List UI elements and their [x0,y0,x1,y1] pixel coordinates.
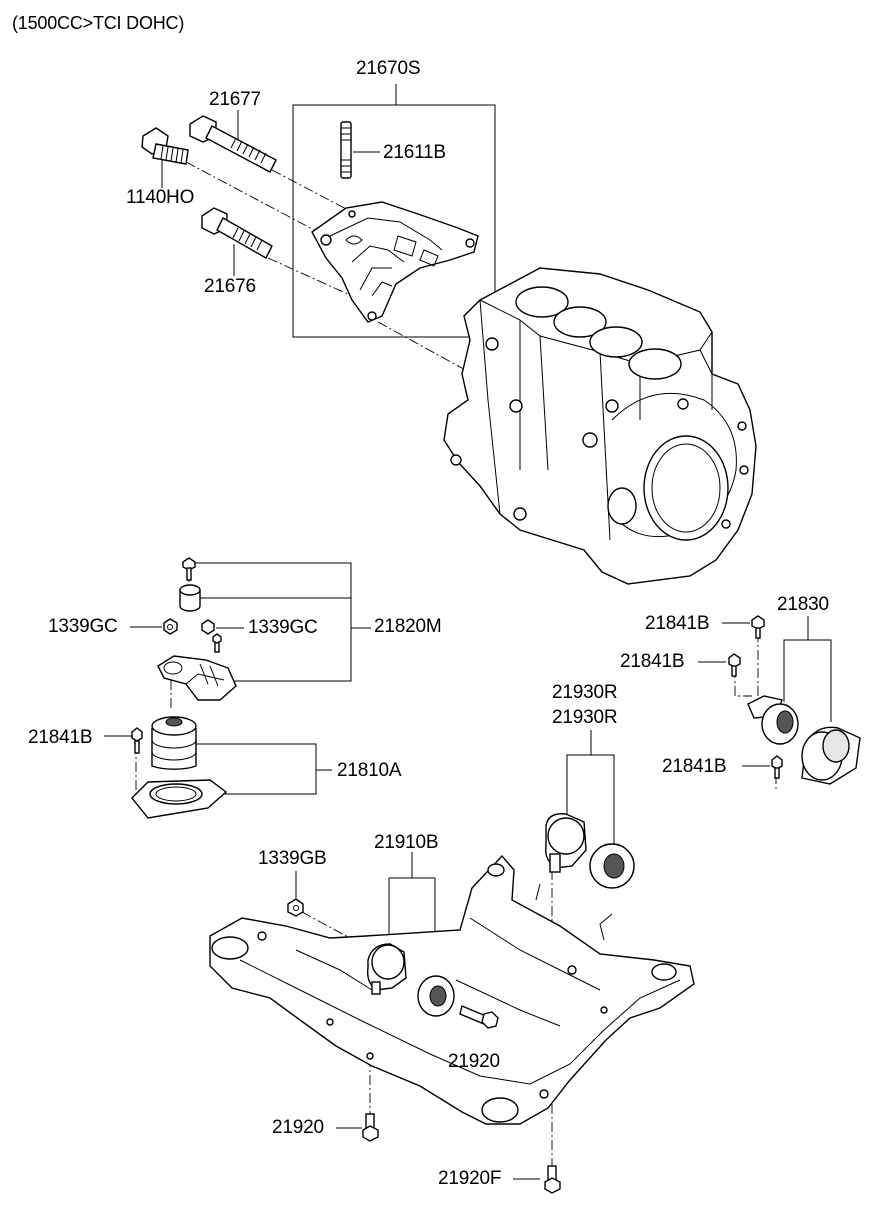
engine-block [443,267,757,585]
engine-spec-header: (1500CC>TCI DOHC) [12,13,185,33]
spacer-21820M[interactable] [179,584,201,612]
bolt-21920F[interactable] [544,1165,561,1194]
nut-1339GC-right[interactable] [201,619,222,653]
stud-21611B[interactable] [340,121,352,179]
bushing-21930R[interactable] [545,813,635,889]
bolt-21920-left[interactable] [362,1113,379,1142]
label-1339GB[interactable]: 1339GB [258,848,327,869]
nut-1339GC-left[interactable] [163,618,178,635]
insulator-21810A[interactable] [131,716,228,819]
label-21820M[interactable]: 21820M [374,616,442,637]
label-1339GC-right[interactable]: 1339GC [248,617,318,638]
bushing-21910B[interactable] [366,943,455,1017]
bolt-1140HO[interactable] [141,127,189,165]
bolt-21677[interactable] [189,115,277,173]
label-21676[interactable]: 21676 [204,276,256,297]
label-21841B-top[interactable]: 21841B [645,613,710,634]
engine-mount-bracket-21670S[interactable] [311,201,479,323]
bolt-21841B-low[interactable] [771,755,783,779]
label-21830[interactable]: 21830 [777,594,829,615]
label-21910B[interactable]: 21910B [374,832,439,853]
label-21841B-left[interactable]: 21841B [28,727,93,748]
bolt-21841B-top[interactable] [751,615,765,639]
label-21611B[interactable]: 21611B [383,142,446,163]
bolt-21820M-top[interactable] [182,557,196,581]
label-21930R-first[interactable]: 21930R [552,682,618,703]
bolt-21676[interactable] [201,207,273,259]
label-21677[interactable]: 21677 [209,89,261,110]
mount-bracket-21820M[interactable] [157,655,237,701]
label-21670S[interactable]: 21670S [356,58,421,79]
label-21810A[interactable]: 21810A [337,760,402,781]
label-1339GC-left[interactable]: 1339GC [48,616,118,637]
label-1140HO[interactable]: 1140HO [126,187,195,208]
label-21841B-low[interactable]: 21841B [662,756,727,777]
label-21841B-mid[interactable]: 21841B [620,651,685,672]
label-21920-left[interactable]: 21920 [272,1117,324,1138]
label-21930R-second[interactable]: 21930R [552,707,618,728]
bolt-21920-right[interactable] [459,1005,499,1029]
bolt-21841B-mid[interactable] [728,653,741,677]
nut-1339GB[interactable] [287,898,304,917]
bushing-21830[interactable] [747,695,861,785]
bolt-21841B-left[interactable] [131,727,143,754]
label-21920-right[interactable]: 21920 [448,1051,500,1072]
label-21920F[interactable]: 21920F [438,1168,502,1189]
